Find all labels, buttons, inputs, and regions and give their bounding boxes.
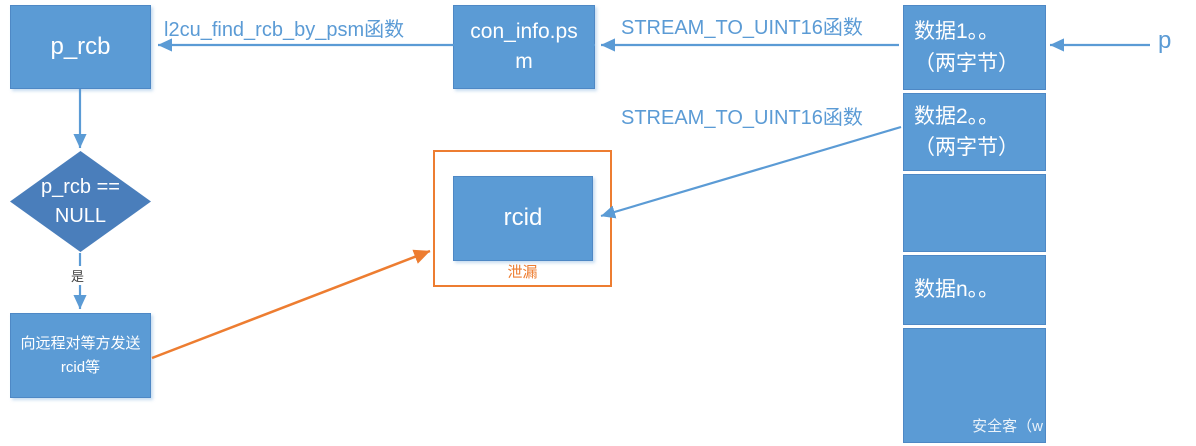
memory-cell-datan: 数据n。。	[903, 255, 1046, 325]
node-rcid: rcid	[453, 176, 593, 261]
edge-label-pointer-p: p	[1158, 27, 1172, 54]
arrow-memory-to-rcid	[600, 125, 902, 219]
memory-cell-data2: 数据2。。 （两字节）	[903, 93, 1046, 171]
edge-label-yes: 是	[69, 266, 87, 285]
memory-cell-empty-2: 安全客（w	[903, 328, 1046, 443]
leak-frame	[433, 150, 612, 287]
watermark-text: 安全客（w	[972, 417, 1043, 435]
edge-label-find-rcb: l2cu_find_rcb_by_psm函数	[164, 19, 405, 41]
arrow-send-to-leak	[151, 249, 431, 360]
node-send-rcid: 向远程对等方发送 rcid等	[10, 313, 151, 398]
memory-cell-empty-1	[903, 174, 1046, 252]
edge-label-stream-to-uint16-mid: STREAM_TO_UINT16函数	[621, 107, 863, 129]
node-p-rcb: p_rcb	[10, 5, 151, 89]
node-con-info-psm: con_info.psm	[453, 5, 595, 89]
leak-caption: 泄漏	[507, 264, 538, 281]
decision-diamond-p-rcb-null: p_rcb == NULL	[10, 151, 151, 252]
memory-cell-data1: 数据1。。 （两字节）	[903, 5, 1046, 90]
edge-label-stream-to-uint16-top: STREAM_TO_UINT16函数	[621, 17, 863, 39]
